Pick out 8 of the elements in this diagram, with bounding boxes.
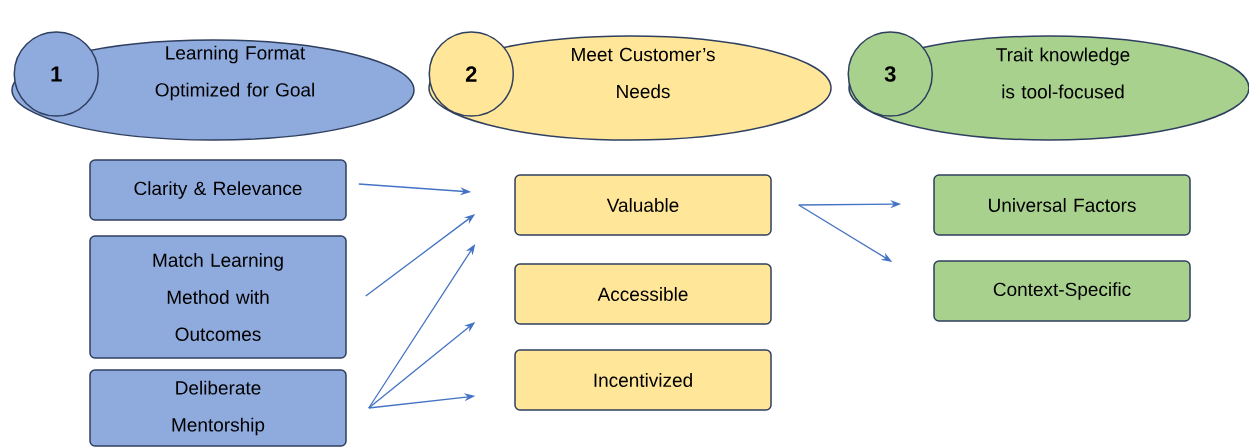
- process-box: Accessible: [514, 263, 772, 325]
- process-box: Match Learning Method with Outcomes: [89, 235, 347, 359]
- process-box: Context-Specific: [933, 260, 1191, 322]
- process-box: Valuable: [514, 174, 772, 236]
- process-box: Universal Factors: [933, 174, 1191, 236]
- process-box: Incentivized: [514, 349, 772, 411]
- process-box: Clarity & Relevance: [89, 159, 347, 221]
- process-box: Deliberate Mentorship: [89, 369, 347, 447]
